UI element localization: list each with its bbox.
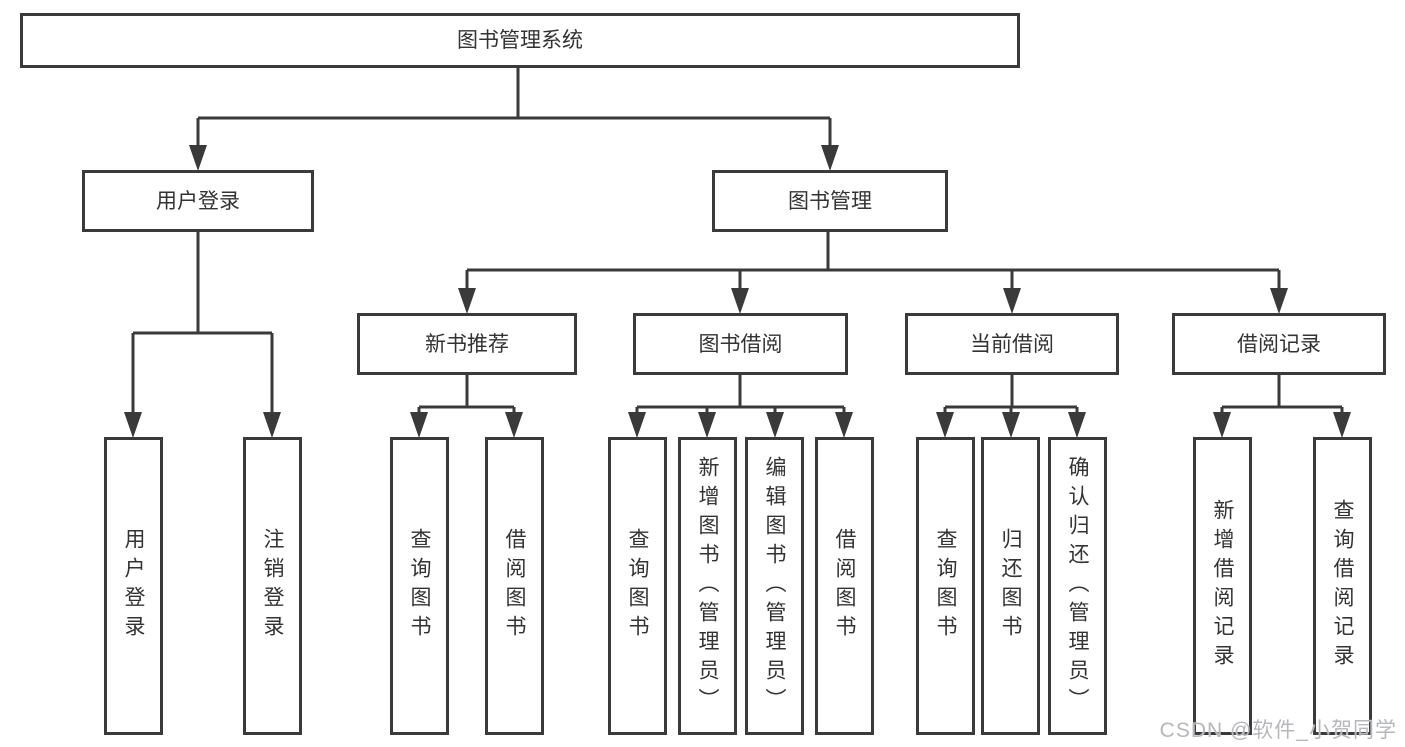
node-new-book-recommendation: 新书推荐: [357, 313, 577, 375]
arrowhead: [1333, 412, 1351, 438]
arrowheads: [124, 145, 1351, 438]
leaf-query-borrow-record: 查询借阅记录: [1313, 437, 1372, 735]
arrowhead: [410, 412, 428, 438]
arrowhead: [1270, 288, 1288, 314]
arrowhead: [458, 288, 476, 314]
leaf-confirm-return-admin: 确认归还（管理员）: [1048, 437, 1107, 735]
arrowhead: [628, 412, 646, 438]
arrowhead: [766, 412, 784, 438]
node-root-library-system: 图书管理系统: [20, 13, 1020, 68]
leaf-user-login: 用户登录: [104, 437, 163, 735]
arrowhead: [263, 412, 281, 438]
csdn-watermark: CSDN @软件_小贺同学: [1159, 719, 1397, 742]
leaf-add-books-admin: 新增图书（管理员）: [678, 437, 737, 735]
leaf-borrow-books-2: 借阅图书: [815, 437, 874, 735]
leaf-edit-books-admin: 编辑图书（管理员）: [745, 437, 804, 735]
leaf-query-books-3: 查询图书: [916, 437, 975, 735]
leaf-borrow-books-1: 借阅图书: [485, 437, 544, 735]
arrowhead: [505, 412, 523, 438]
arrowhead: [124, 412, 142, 438]
node-borrowing-records: 借阅记录: [1172, 313, 1386, 375]
arrowhead: [189, 145, 207, 171]
node-book-borrowing: 图书借阅: [633, 313, 848, 375]
arrowhead: [1213, 412, 1231, 438]
arrowhead: [936, 412, 954, 438]
leaf-query-books-1: 查询图书: [390, 437, 449, 735]
arrowhead: [731, 288, 749, 314]
node-user-login-branch: 用户登录: [82, 170, 314, 232]
arrowhead: [1003, 288, 1021, 314]
arrowhead: [1068, 412, 1086, 438]
leaf-return-books: 归还图书: [981, 437, 1040, 735]
arrowhead: [821, 145, 839, 171]
arrowhead: [698, 412, 716, 438]
node-book-management-branch: 图书管理: [712, 170, 948, 232]
leaf-query-books-2: 查询图书: [608, 437, 667, 735]
arrowhead: [835, 412, 853, 438]
leaf-logout: 注销登录: [243, 437, 302, 735]
arrowhead: [1002, 412, 1020, 438]
node-current-borrowing: 当前借阅: [905, 313, 1119, 375]
leaf-add-borrow-record: 新增借阅记录: [1193, 437, 1252, 735]
